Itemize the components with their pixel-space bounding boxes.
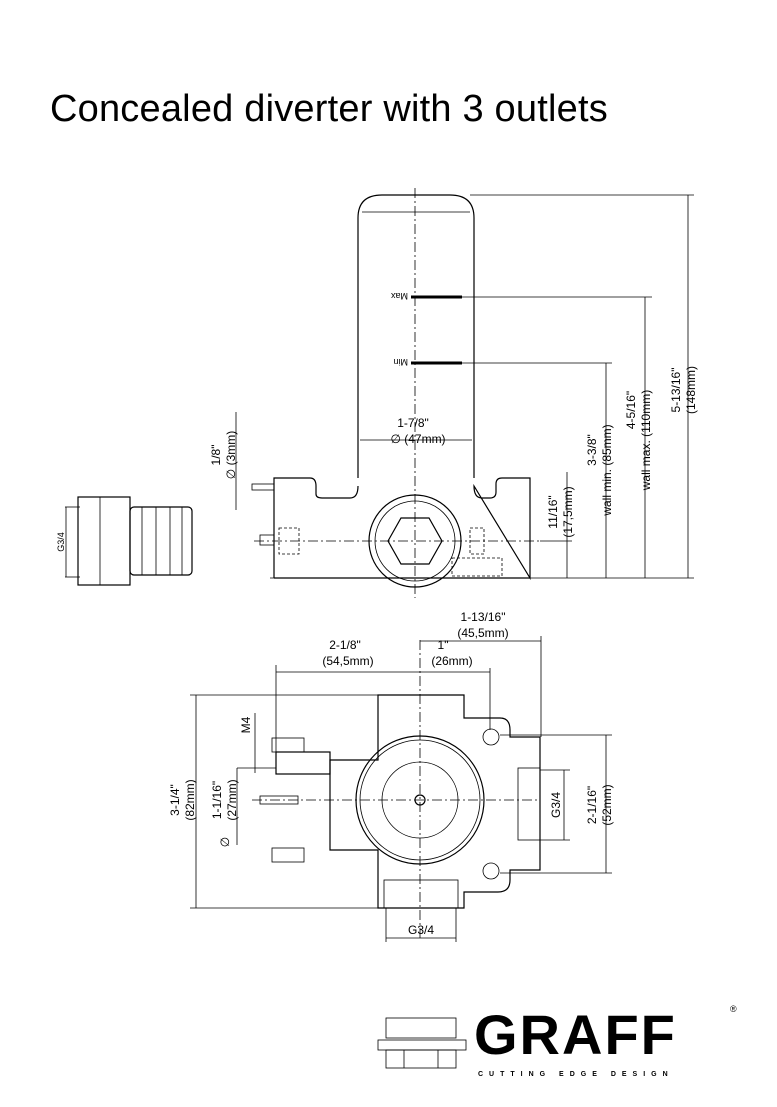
logo-tagline: CUTTING EDGE DESIGN <box>478 1071 674 1078</box>
d2-in-label: 3-3/8" <box>585 434 599 466</box>
port-bottom-label: G3/4 <box>408 923 434 937</box>
d4-in-label: 5-13/16" <box>669 368 683 413</box>
logo-brand: GRAFF <box>474 1003 677 1066</box>
dia-in-label: 1-7/8" <box>397 416 429 430</box>
w3-in-label: 1-13/16" <box>461 610 506 624</box>
w3-mm-label: (45,5mm) <box>457 626 508 640</box>
d1-mm-label: (17,5mm) <box>561 486 575 537</box>
w2-mm-label: (26mm) <box>431 654 472 668</box>
pcd-diameter-symbol: ∅ <box>218 837 232 847</box>
d1-in-label: 11/16" <box>546 495 560 528</box>
pcd-in-label: 1-1/16" <box>210 781 224 819</box>
dia-mm-label: ∅ (47mm) <box>390 432 445 446</box>
w1-in-label: 2-1/8" <box>329 638 361 652</box>
min-label: Min <box>393 357 408 367</box>
graff-logo: GRAFF ® CUTTING EDGE DESIGN <box>377 1003 737 1078</box>
w2-in-label: 1" <box>438 638 449 652</box>
max-label: Max <box>390 291 408 301</box>
pin-mm-label: ∅ (3mm) <box>224 431 238 479</box>
page-title: Concealed diverter with 3 outlets <box>50 88 608 130</box>
port-right-label: G3/4 <box>549 792 563 818</box>
flange <box>275 751 331 775</box>
h-in-label: 3-1/4" <box>168 784 182 816</box>
cartridge-body <box>357 194 475 478</box>
side-thread-label: G3/4 <box>56 532 66 552</box>
screw-label: M4 <box>239 716 253 733</box>
d4-mm-label: (148mm) <box>684 366 698 414</box>
front-view: Max Min 1-7/8" ∅ (47mm) 1/8" ∅ (3mm) 11/… <box>209 188 698 598</box>
body-left <box>273 477 359 578</box>
logo-registered-mark: ® <box>730 1004 737 1014</box>
pin-in-label: 1/8" <box>209 445 223 466</box>
d2-mm-label: wall min. (85mm) <box>600 424 614 516</box>
pcd-mm-label: (27mm) <box>225 779 239 820</box>
side-view: G3/4 <box>56 496 193 586</box>
d3-in-label: 4-5/16" <box>624 391 638 429</box>
port-h-mm-label: (52mm) <box>600 784 614 825</box>
plan-view: 2-1/8" (54,5mm) 1" (26mm) 1-13/16" (45,5… <box>168 610 614 942</box>
w1-mm-label: (54,5mm) <box>322 654 373 668</box>
d3-mm-label: wall max. (110mm) <box>639 390 653 491</box>
port-h-in-label: 2-1/16" <box>585 786 599 824</box>
h-mm-label: (82mm) <box>183 779 197 820</box>
body-right <box>473 477 531 581</box>
